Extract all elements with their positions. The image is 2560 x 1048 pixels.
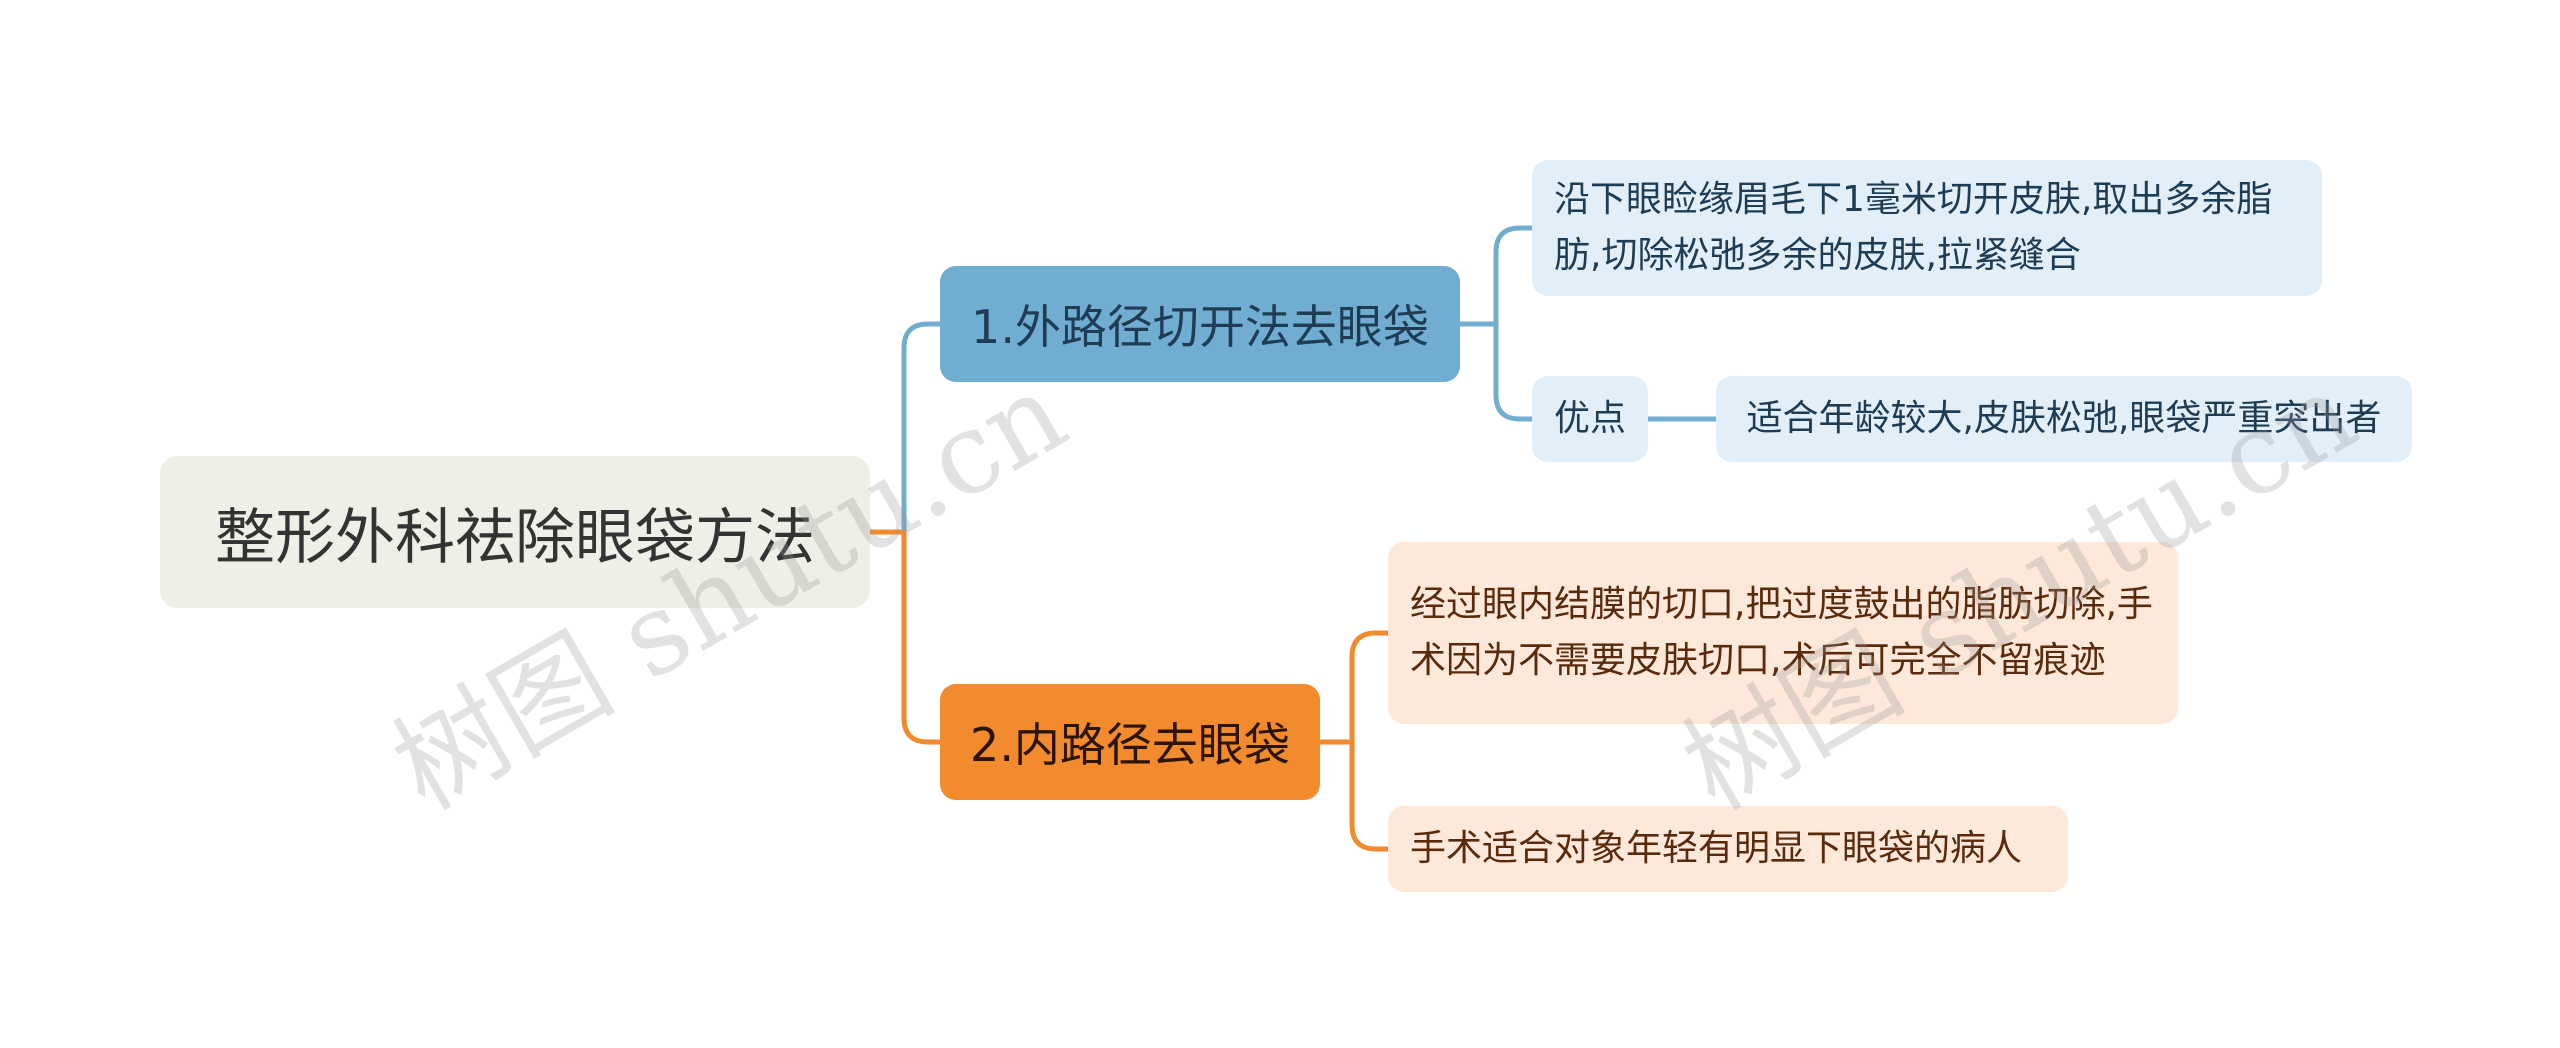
subtopic-external-procedure[interactable]: 沿下眼睑缘眉毛下1毫米切开皮肤,取出多余脂肪,切除松弛多余的皮肤,拉紧缝合 [1532, 160, 2322, 296]
link-branch2-leaf4 [1317, 630, 1391, 745]
subtopic-internal-procedure-label: 经过眼内结膜的切口,把过度鼓出的脂肪切除,手术因为不需要皮肤切口,术后可完全不留… [1410, 584, 2153, 681]
link-branch1-leaf2 [1493, 321, 1535, 422]
subtopic-internal-suitable-label: 手术适合对象年轻有明显下眼袋的病人 [1410, 828, 2023, 869]
branch-topic-internal[interactable]: 2.内路径去眼袋 [940, 684, 1320, 800]
branch-topic-internal-label: 2.内路径去眼袋 [970, 718, 1290, 772]
branch-topic-external[interactable]: 1.外路径切开法去眼袋 [940, 266, 1460, 382]
subtopic-internal-suitable[interactable]: 手术适合对象年轻有明显下眼袋的病人 [1388, 806, 2068, 892]
subtopic-advantages-label: 优点 [1553, 398, 1626, 439]
root-topic[interactable]: 整形外科祛除眼袋方法 [160, 456, 870, 608]
root-topic-label: 整形外科祛除眼袋方法 [215, 502, 815, 573]
link-root-branch1-trunk [901, 321, 943, 535]
branch-topic-external-label: 1.外路径切开法去眼袋 [971, 300, 1429, 354]
subtopic-advantages-detail-label: 适合年龄较大,皮肤松弛,眼袋严重突出者 [1746, 398, 2382, 439]
link-branch1-leaf1 [1457, 225, 1535, 327]
subtopic-internal-procedure[interactable]: 经过眼内结膜的切口,把过度鼓出的脂肪切除,手术因为不需要皮肤切口,术后可完全不留… [1388, 542, 2178, 724]
subtopic-external-procedure-label: 沿下眼睑缘眉毛下1毫米切开皮肤,取出多余脂肪,切除松弛多余的皮肤,拉紧缝合 [1554, 179, 2273, 276]
subtopic-advantages-detail[interactable]: 适合年龄较大,皮肤松弛,眼袋严重突出者 [1716, 376, 2412, 462]
subtopic-advantages[interactable]: 优点 [1532, 376, 1648, 462]
link-branch2-leaf5 [1349, 739, 1391, 852]
link-root-branch2-trunk [901, 529, 943, 745]
